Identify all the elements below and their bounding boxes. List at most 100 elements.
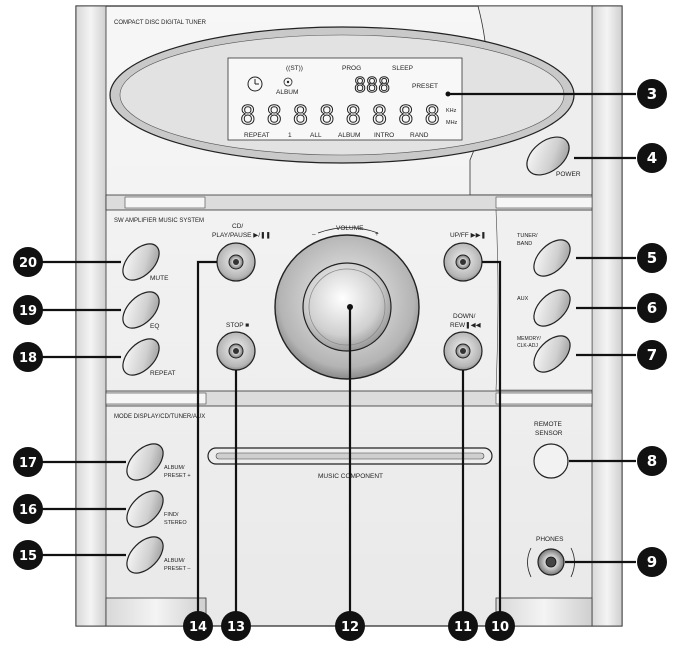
tuner-band-label-1: TUNER/ (517, 233, 538, 239)
svg-text:15: 15 (19, 549, 37, 564)
svg-text:14: 14 (189, 620, 207, 635)
lcd-sleep-indicator: SLEEP (392, 65, 413, 72)
aux-label: AUX (517, 296, 529, 302)
callout-7: 7 (637, 340, 667, 370)
tuner-band-label-2: BAND (517, 241, 532, 247)
remote-sensor-label-2: SENSOR (535, 430, 563, 437)
clock-icon (247, 76, 263, 92)
right-side-pillar (591, 5, 623, 627)
band-tab (495, 196, 593, 209)
memory-label-2: CLK-ADJ (517, 343, 538, 349)
svg-text:9: 9 (647, 553, 657, 571)
stop-button[interactable] (216, 331, 256, 371)
eq-button[interactable] (116, 285, 165, 334)
leader-10 (482, 260, 502, 612)
lcd-album: ALBUM (338, 132, 360, 139)
find-stereo-button[interactable] (120, 484, 169, 533)
mute-label: MUTE (150, 275, 169, 282)
up-ff-button[interactable] (443, 242, 483, 282)
remote-sensor (533, 443, 569, 479)
svg-text:19: 19 (19, 304, 37, 319)
down-rew-button[interactable] (443, 331, 483, 371)
volume-plus: + (375, 231, 379, 238)
lcd-st-indicator: ((ST)) (286, 65, 303, 72)
cd-play-label-1: CD/ (232, 223, 243, 230)
callout-15: 15 (13, 540, 43, 570)
power-label: POWER (556, 171, 581, 178)
callout-4: 4 (637, 143, 667, 173)
lcd-khz: KHz (446, 108, 457, 114)
callout-9: 9 (637, 547, 667, 577)
album-preset-plus-button[interactable] (120, 437, 169, 486)
callout-16: 16 (13, 494, 43, 524)
down-rew-label-1: DOWN/ (453, 313, 476, 320)
album-plus-label-2: PRESET + (164, 473, 191, 479)
lcd-rand: RAND (410, 132, 429, 139)
lcd-repeat: REPEAT (244, 132, 270, 139)
lcd-intro: INTRO (374, 132, 394, 139)
callout-8: 8 (637, 446, 667, 476)
album-minus-label-2: PRESET – (164, 566, 191, 572)
left-side-pillar (75, 5, 107, 627)
callout-19: 19 (13, 295, 43, 325)
callout-13: 13 (221, 611, 251, 641)
stop-label: STOP ■ (226, 322, 249, 329)
svg-text:8: 8 (647, 452, 657, 470)
album-preset-minus-button[interactable] (120, 530, 169, 579)
tuner-band-button[interactable] (527, 233, 576, 282)
memory-label-1: MEMORY/ (517, 336, 541, 342)
callout-20: 20 (13, 247, 43, 277)
svg-text:17: 17 (19, 456, 37, 471)
callout-10: 10 (485, 611, 515, 641)
callout-18: 18 (13, 342, 43, 372)
section-label-mode: MODE DISPLAY/CD/TUNER/AUX (114, 414, 205, 420)
section-label-tuner: COMPACT DISC DIGITAL TUNER (114, 20, 207, 26)
repeat-label: REPEAT (150, 370, 176, 377)
volume-minus: – (312, 231, 316, 238)
mute-button[interactable] (116, 237, 165, 286)
band-tab (124, 196, 206, 209)
svg-text:10: 10 (491, 620, 509, 635)
section-label-amp: SW AMPLIFIER MUSIC SYSTEM (114, 218, 204, 224)
svg-text:5: 5 (647, 249, 657, 267)
svg-text:18: 18 (19, 351, 37, 366)
album-plus-label-1: ALBUM/ (164, 465, 185, 471)
callout-3: 3 (637, 79, 667, 109)
svg-text:7: 7 (647, 346, 657, 364)
band-tab (105, 392, 207, 405)
memory-clk-adj-button[interactable] (527, 329, 576, 378)
leader-14 (196, 260, 217, 612)
lcd-preset-indicator: PRESET (412, 83, 438, 90)
repeat-button[interactable] (116, 332, 165, 381)
svg-text:13: 13 (227, 620, 245, 635)
power-button[interactable] (520, 129, 576, 182)
lcd-preset-digits: 888 (354, 73, 390, 97)
band-tab (495, 392, 593, 405)
phones-jack[interactable] (537, 548, 565, 576)
callout-14: 14 (183, 611, 213, 641)
lcd-prog-indicator: PROG (342, 65, 361, 72)
callout-6: 6 (637, 293, 667, 323)
remote-sensor-label-1: REMOTE (534, 421, 562, 428)
svg-text:6: 6 (647, 299, 657, 317)
down-rew-label-2: REW❚◀◀ (450, 321, 482, 329)
aux-button[interactable] (527, 283, 576, 332)
leader-12-dot (347, 304, 353, 310)
eq-label: EQ (150, 323, 159, 330)
leader-3-dot (445, 91, 451, 97)
callout-17: 17 (13, 447, 43, 477)
callout-11: 11 (448, 611, 478, 641)
svg-text:20: 20 (19, 256, 37, 271)
album-minus-label-1: ALBUM/ (164, 558, 185, 564)
lcd-all: ALL (310, 132, 322, 139)
find-label-1: FIND/ (164, 512, 179, 518)
lcd-album-indicator: ALBUM (276, 89, 298, 96)
cd-play-pause-button[interactable] (216, 242, 256, 282)
callout-12: 12 (335, 611, 365, 641)
svg-text:16: 16 (19, 503, 37, 518)
lcd-mhz: MHz (446, 120, 458, 126)
callout-5: 5 (637, 243, 667, 273)
cd-disc-icon (283, 77, 293, 87)
svg-text:12: 12 (341, 620, 359, 635)
